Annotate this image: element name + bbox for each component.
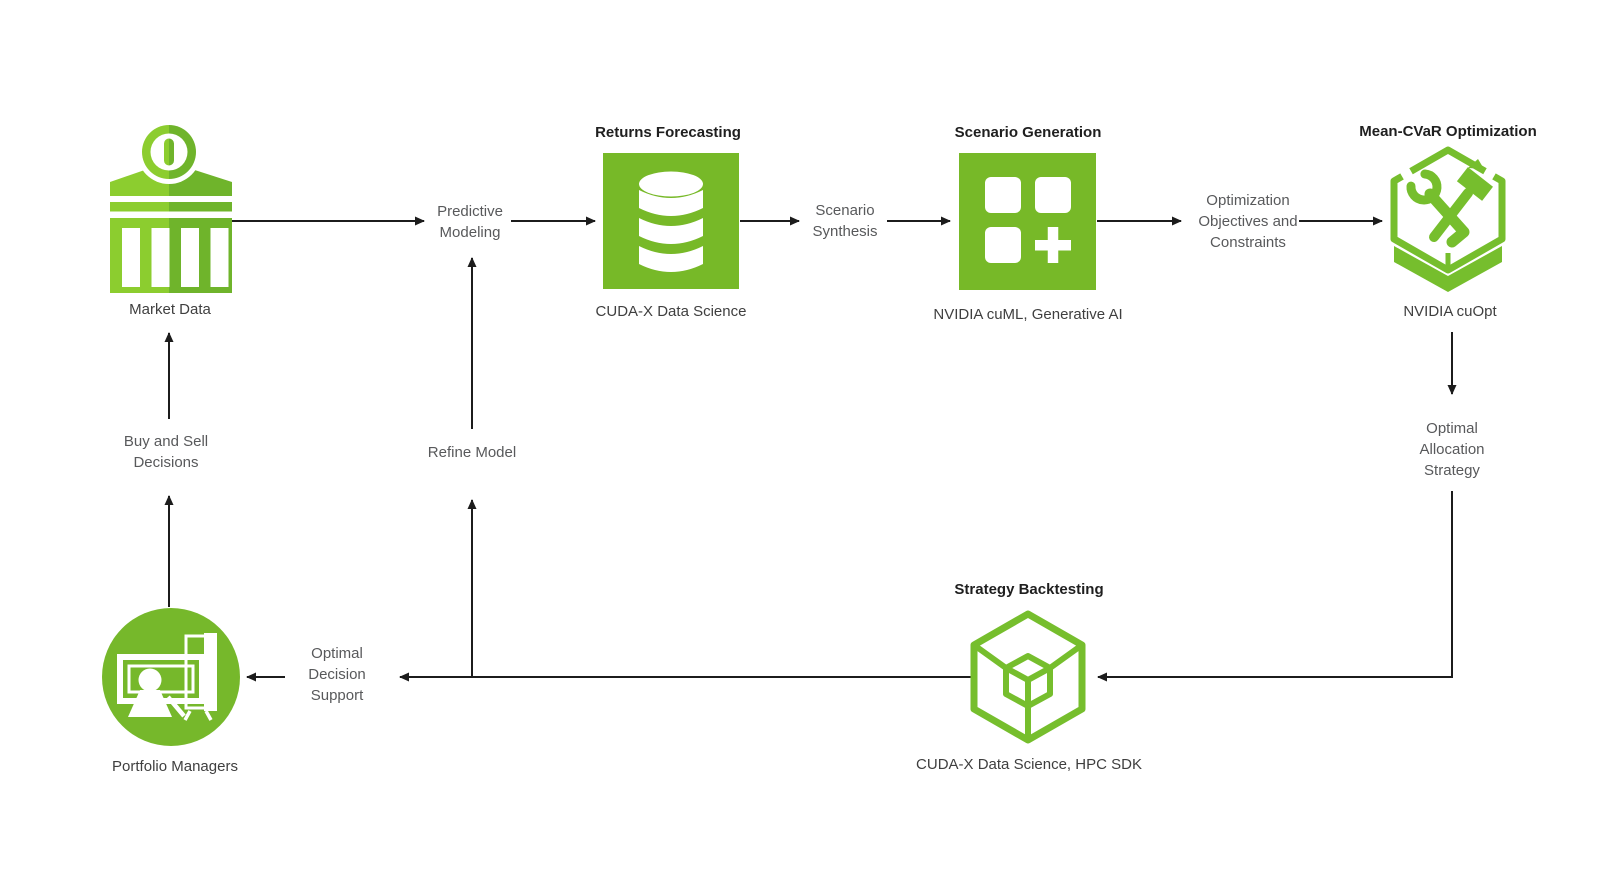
presenter-icon	[102, 608, 240, 746]
edge-label-predictive-modeling: Predictive Modeling	[437, 203, 503, 241]
database-icon	[603, 153, 739, 289]
label-market-data: Market Data	[129, 301, 211, 318]
edge-label-scenario-synthesis: Scenario Synthesis	[812, 202, 878, 240]
label-nvidia-cuopt: NVIDIA cuOpt	[1403, 303, 1497, 320]
label-cudax-data-science: CUDA-X Data Science	[595, 303, 747, 320]
bank-icon	[110, 120, 232, 293]
label-cudax-hpc-sdk: CUDA-X Data Science, HPC SDK	[916, 756, 1142, 773]
wrench-hammer-hexagon-icon	[1390, 146, 1506, 292]
edge-label-refine-model: Refine Model	[427, 444, 517, 461]
cube-icon	[970, 610, 1086, 744]
title-returns-forecasting: Returns Forecasting	[595, 124, 741, 141]
title-scenario-generation: Scenario Generation	[954, 124, 1102, 141]
label-nvidia-cuml: NVIDIA cuML, Generative AI	[933, 306, 1123, 323]
edge-label-optimization-objectives: Optimization Objectives and Constraints	[1198, 192, 1298, 251]
edge-label-optimal-allocation: Optimal Allocation Strategy	[1419, 420, 1485, 479]
edge-label-buy-and-sell-decisions: Buy and Sell Decisions	[123, 433, 209, 471]
title-strategy-backtesting: Strategy Backtesting	[954, 581, 1104, 598]
title-mean-cvar-optimization: Mean-CVaR Optimization	[1359, 123, 1537, 140]
grid-plus-icon	[959, 153, 1096, 290]
edge-label-optimal-decision-support: Optimal Decision Support	[308, 645, 366, 704]
label-portfolio-managers: Portfolio Managers	[112, 758, 238, 775]
